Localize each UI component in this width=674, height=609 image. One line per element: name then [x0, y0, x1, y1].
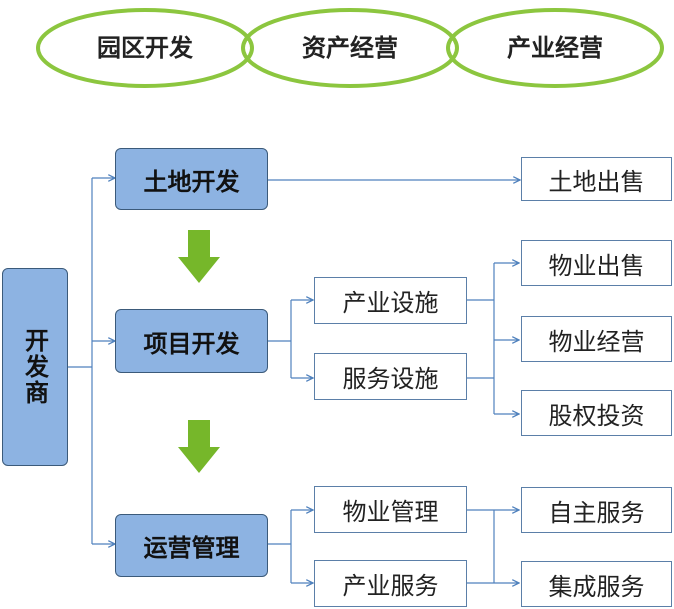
- stage-ellipse-2: [241, 8, 459, 88]
- service-connectors: [467, 510, 519, 583]
- root-connectors: [67, 178, 115, 544]
- node-industry-facilities: 产业设施: [314, 277, 467, 324]
- stage-ellipse-3: [446, 8, 664, 88]
- phase-land-development: 土地开发: [115, 148, 268, 210]
- down-arrow-2: [178, 420, 220, 473]
- root-node-developer: 开发商: [2, 268, 68, 466]
- stage-label-asset-operation: 资产经营: [302, 34, 398, 62]
- node-industry-services: 产业服务: [314, 560, 467, 607]
- stage-ellipse-1: [36, 8, 254, 88]
- down-arrow-1: [178, 230, 220, 283]
- operation-connectors: [268, 510, 313, 583]
- stage-label-industry-operation: 产业经营: [507, 34, 603, 62]
- outcome-equity-investment: 股权投资: [521, 390, 672, 436]
- node-service-facilities: 服务设施: [314, 353, 467, 400]
- outcome-self-service: 自主服务: [521, 487, 672, 533]
- node-property-management: 物业管理: [314, 486, 467, 533]
- root-label: 开发商: [20, 328, 49, 406]
- outcome-property-operation: 物业经营: [521, 316, 672, 362]
- outcome-integrated-service: 集成服务: [521, 561, 672, 607]
- outcome-land-sale: 土地出售: [521, 157, 672, 201]
- phase-project-development: 项目开发: [115, 309, 268, 373]
- outcome-property-sale: 物业出售: [521, 240, 672, 286]
- project-connectors: [268, 300, 313, 378]
- phase-operation-management: 运营管理: [115, 514, 268, 577]
- facility-connectors: [467, 263, 519, 414]
- stage-label-park-development: 园区开发: [97, 34, 193, 62]
